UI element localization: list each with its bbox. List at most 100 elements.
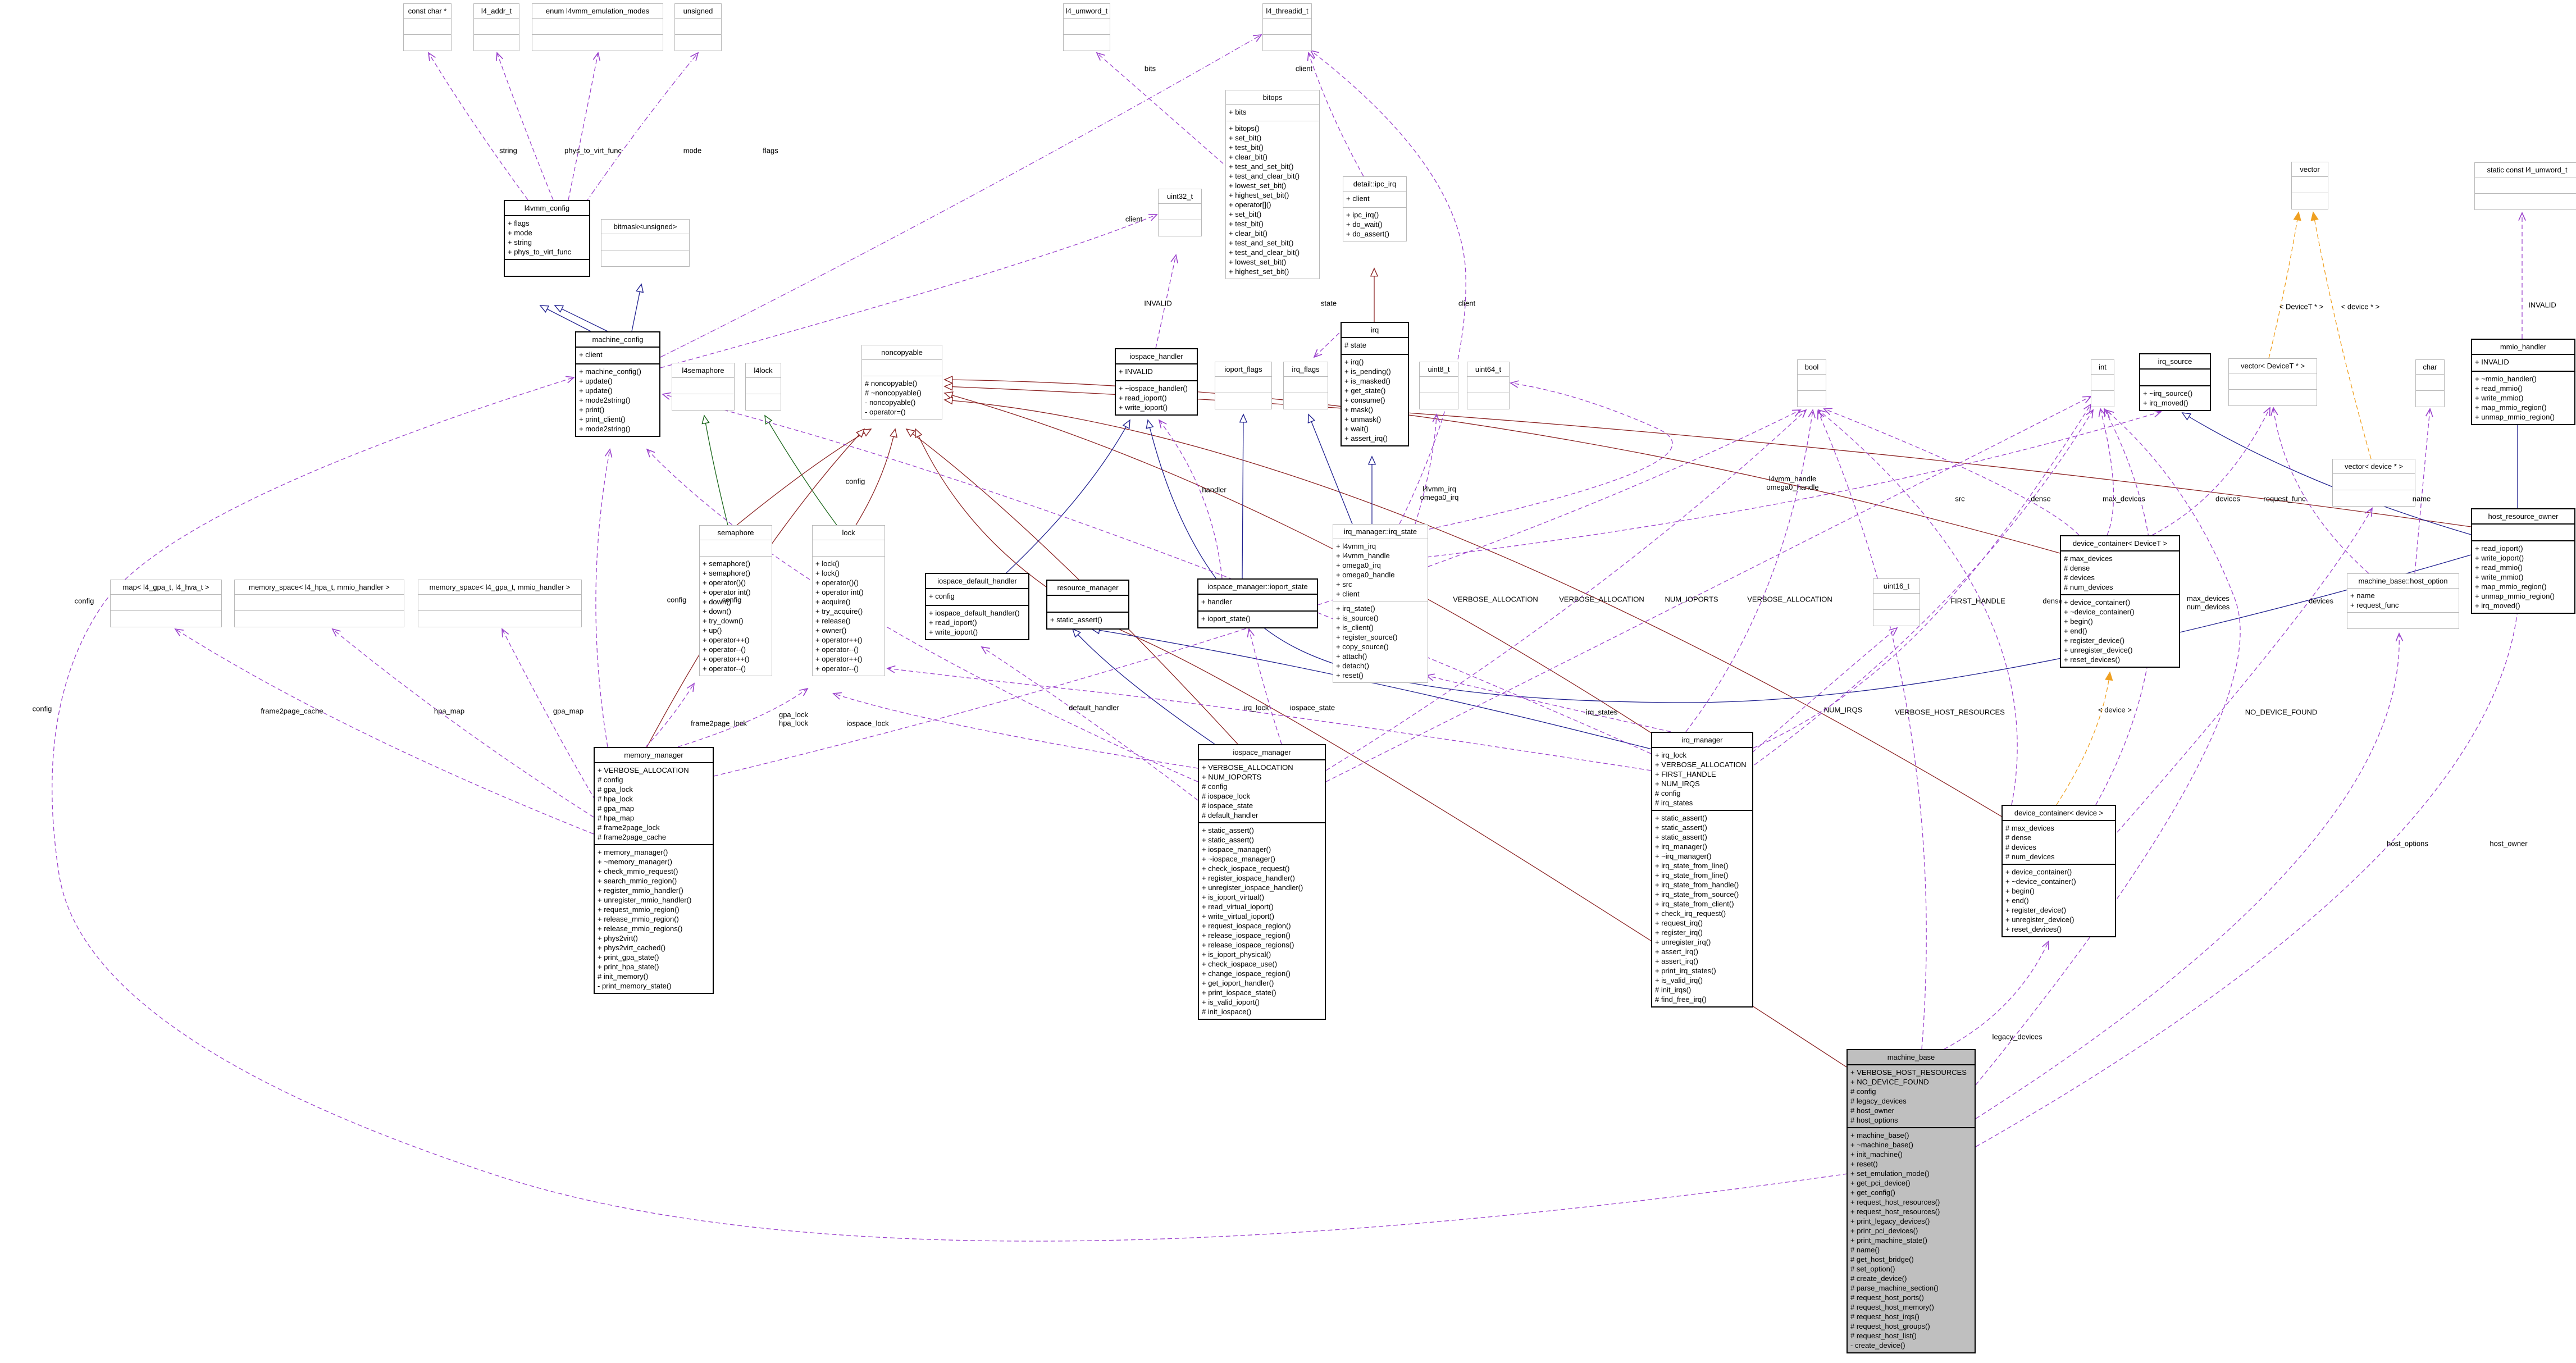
class-methods-compartment: + ipc_irq()+ do_wait()+ do_assert() (1343, 207, 1406, 241)
class-method: + assert_irq() (1344, 434, 1388, 443)
class-method: + try_down() (703, 617, 744, 625)
class-methods-compartment: + irq_state()+ is_source()+ is_client()+… (1333, 601, 1428, 682)
class-attribute: + l4vmm_handle (1336, 551, 1390, 560)
class-attribute: # host_options (1850, 1116, 1898, 1124)
edge-label: string (499, 146, 517, 155)
class-attrs-compartment (862, 360, 942, 376)
class-method: + print_legacy_devices() (1850, 1217, 1930, 1225)
class-node-irq-manager: irq_manager+ irq_lock+ VERBOSE_ALLOCATIO… (1651, 732, 1753, 1008)
class-method: + print_pci_devices() (1850, 1227, 1918, 1235)
inheritance-arrowhead (2293, 211, 2301, 221)
inheritance-arrowhead (890, 428, 898, 438)
class-method: + irq_state_from_client() (1655, 900, 1734, 908)
relation-edge (1426, 675, 1671, 732)
class-method: + operator++() (815, 655, 863, 663)
inheritance-arrowhead (943, 391, 954, 399)
class-node-uint32-t: uint32_t (1158, 189, 1202, 236)
edge-label: bits (1144, 64, 1156, 73)
relation-edge (944, 393, 1656, 736)
class-node-uint16-t: uint16_t (1873, 578, 1920, 626)
usage-arrowhead (1889, 627, 1898, 636)
class-method: + down() (703, 607, 731, 616)
class-method: + iospace_default_handler() (929, 609, 1020, 617)
class-method: + clear_bit() (1229, 229, 1268, 238)
class-title: l4_threadid_t (1263, 4, 1311, 19)
class-methods-compartment (2416, 390, 2444, 407)
class-title: vector (2292, 162, 2328, 177)
class-methods-compartment (1420, 393, 1458, 409)
class-attrs-compartment (2472, 525, 2574, 540)
usage-arrowhead (1096, 52, 1105, 61)
class-method: + register_device() (2064, 636, 2125, 645)
class-attrs-compartment (1467, 377, 1509, 393)
class-attribute: + client (579, 350, 603, 359)
class-method: + ~machine_base() (1850, 1141, 1914, 1149)
usage-arrowhead (2105, 409, 2114, 418)
class-method: + device_container() (2005, 868, 2072, 876)
class-title: char (2416, 360, 2444, 375)
class-method: + init_machine() (1850, 1150, 1903, 1159)
edge-label: gpa_lock hpa_lock (778, 710, 809, 727)
edge-label: VERBOSE_ALLOCATION (1747, 595, 1832, 604)
class-method: + request_host_resources() (1850, 1207, 1940, 1216)
usage-arrowhead (1823, 408, 1833, 416)
class-attribute: + irq_lock (1655, 751, 1686, 759)
edge-label: name (2412, 494, 2431, 503)
class-method: + irq_state_from_source() (1655, 890, 1739, 899)
class-node-int: int (2091, 359, 2114, 407)
class-method: + print_client() (579, 415, 626, 423)
class-attribute: + VERBOSE_ALLOCATION (598, 766, 689, 774)
class-attribute: + src (1336, 580, 1352, 589)
class-attribute: # max_devices (2064, 554, 2113, 563)
class-methods-compartment: + device_container()+ ~device_container(… (2003, 864, 2115, 936)
relation-edge (2313, 212, 2372, 459)
class-methods-compartment: + lock()+ lock()+ operator()()+ operator… (813, 556, 884, 676)
usage-arrowhead (690, 52, 699, 61)
usage-arrowhead (646, 448, 655, 458)
class-method: + register_iospace_handler() (1202, 874, 1295, 882)
class-method: + highest_set_bit() (1229, 267, 1289, 276)
edge-label: state (1320, 299, 1337, 308)
relation-edge (713, 409, 1801, 777)
class-node-mmio-handler: mmio_handler+ INVALID+ ~mmio_handler()+ … (2471, 339, 2575, 425)
class-attribute: + request_func (2350, 601, 2399, 609)
relation-edge (1072, 628, 1215, 745)
usage-arrowhead (1798, 409, 1807, 418)
edge-label: phys_to_virt_func (564, 146, 622, 155)
relation-edge (1421, 382, 1673, 531)
edge-label: < device * > (2341, 302, 2380, 311)
class-title: uint8_t (1420, 362, 1458, 377)
edge-label: l4vmm_handle omega0_handle (1766, 475, 1819, 491)
class-methods-compartment (675, 34, 721, 51)
class-methods-compartment: + read_ioport()+ write_ioport()+ read_mm… (2472, 540, 2574, 613)
usage-arrowhead (496, 52, 503, 62)
class-method: + static_assert() (1655, 814, 1707, 822)
class-title: device_container< device > (2003, 806, 2115, 821)
class-attrs-compartment: + bits (1226, 105, 1319, 121)
class-node-bitops: bitops+ bits+ bitops()+ set_bit()+ test_… (1225, 90, 1320, 279)
class-methods-compartment (2347, 612, 2459, 628)
class-methods-compartment: + machine_base()+ ~machine_base()+ init_… (1848, 1127, 1975, 1352)
usage-arrowhead (1252, 34, 1262, 42)
relation-edge (1754, 409, 2094, 765)
inheritance-arrowhead (1239, 413, 1248, 423)
relation-edge (1753, 404, 2091, 749)
class-method: + check_iospace_request() (1202, 864, 1290, 873)
class-attribute: + phys_to_virt_func (508, 248, 572, 256)
relation-edge (646, 449, 1198, 782)
class-method: + test_and_set_bit() (1229, 162, 1294, 171)
class-method: + ~iospace_manager() (1202, 855, 1275, 863)
class-title: vector< device * > (2333, 459, 2415, 474)
class-method: + operator--() (703, 645, 746, 654)
relation-edge (704, 415, 728, 526)
class-title: const char * (404, 4, 451, 19)
usage-arrowhead (1510, 380, 1519, 388)
class-attrs-compartment (746, 378, 781, 394)
edge-label: < device > (2098, 705, 2132, 714)
edge-label: client (1458, 299, 1476, 308)
class-methods-compartment (2333, 490, 2415, 506)
class-title: mmio_handler (2472, 340, 2574, 355)
class-node-irq-source: irq_source+ ~irq_source()+ irq_moved() (2139, 353, 2211, 411)
class-title: l4semaphore (672, 363, 734, 378)
class-method: # create_device() (1850, 1274, 1907, 1283)
